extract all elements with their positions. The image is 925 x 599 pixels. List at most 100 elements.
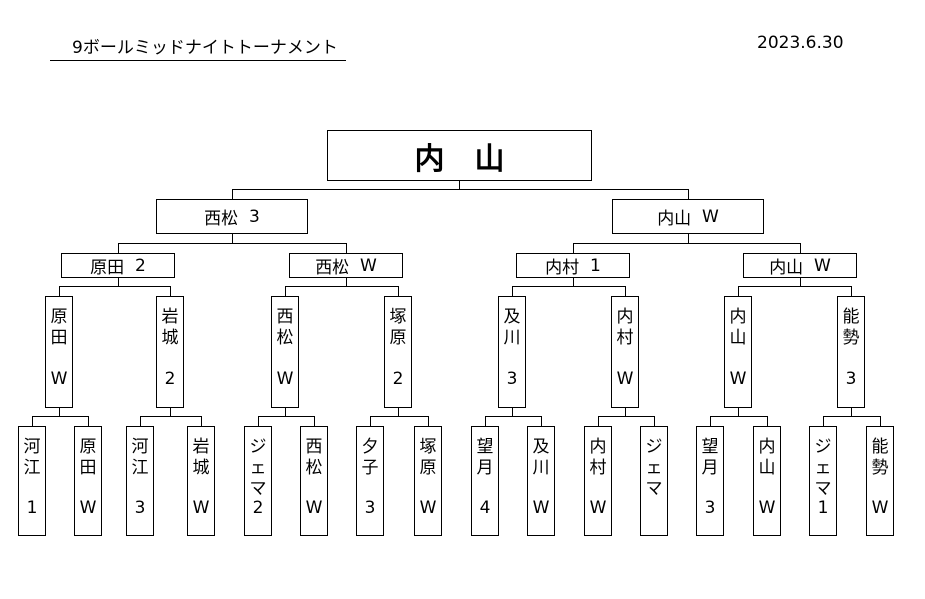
bracket-connector — [738, 286, 852, 287]
player-name: 内山 — [769, 258, 804, 278]
match-result: W — [79, 498, 97, 518]
match-result: W — [758, 498, 776, 518]
bracket-connector — [118, 243, 119, 253]
round4-player-box: 西 松 W — [271, 296, 299, 408]
player-name: 河 江 — [23, 437, 41, 478]
title-underline — [50, 60, 346, 61]
round5-player-box: 原 田 W — [74, 426, 102, 536]
bracket-connector — [140, 416, 202, 417]
match-result: W — [192, 498, 210, 518]
tournament-title: 9ボールミッドナイトトーナメント — [72, 38, 338, 58]
bracket-connector — [285, 408, 286, 416]
match-result: 4 — [479, 498, 491, 518]
bracket-connector — [285, 286, 399, 287]
bracket-connector — [88, 416, 89, 426]
match-result: 1 — [817, 498, 829, 518]
round2-player-box: 西松 3 — [156, 199, 308, 234]
match-result: 2 — [392, 369, 404, 389]
round3-player-box: 原田 2 — [61, 253, 175, 278]
bracket-connector — [710, 416, 711, 426]
match-result: W — [814, 255, 831, 276]
bracket-connector — [346, 243, 347, 253]
round5-player-box: 内 山 W — [753, 426, 781, 536]
bracket-connector — [201, 416, 202, 426]
bracket-connector — [851, 286, 852, 296]
match-result: 2 — [134, 255, 146, 276]
player-name: ジ ェ マ — [645, 437, 663, 499]
bracket-connector — [738, 408, 739, 416]
bracket-connector — [800, 243, 801, 253]
bracket-connector — [823, 416, 881, 417]
player-name: 河 江 — [131, 437, 149, 478]
match-result: W — [616, 369, 634, 389]
bracket-connector — [32, 416, 89, 417]
bracket-connector — [232, 234, 233, 243]
bracket-connector — [398, 286, 399, 296]
match-result: 2 — [252, 498, 264, 518]
bracket-connector — [170, 408, 171, 416]
match-result: W — [276, 369, 294, 389]
bracket-connector — [512, 286, 513, 296]
player-name: 望 月 — [701, 437, 719, 478]
round3-player-box: 西松 W — [289, 253, 403, 278]
player-name: 原 田 — [50, 307, 68, 348]
bracket-connector — [485, 416, 542, 417]
bracket-connector — [232, 189, 689, 190]
player-name: ジ ェ マ — [249, 437, 267, 499]
match-result: W — [871, 498, 889, 518]
player-name: 内 山 — [758, 437, 776, 478]
bracket-connector — [118, 278, 119, 286]
bracket-connector — [541, 416, 542, 426]
bracket-connector — [314, 416, 315, 426]
match-result: W — [729, 369, 747, 389]
player-name: 塚 原 — [389, 307, 407, 348]
match-result: 3 — [506, 369, 518, 389]
bracket-connector — [573, 278, 574, 286]
match-result: W — [305, 498, 323, 518]
bracket-connector — [800, 278, 801, 286]
match-result: W — [589, 498, 607, 518]
round4-player-box: 内 山 W — [724, 296, 752, 408]
player-name: 西 松 — [276, 307, 294, 348]
champion-box: 内 山 — [327, 130, 592, 181]
player-name: 原 田 — [79, 437, 97, 478]
player-name: 内 村 — [616, 307, 634, 348]
match-result: W — [702, 206, 719, 227]
player-name: 能 勢 — [842, 307, 860, 348]
bracket-connector — [285, 286, 286, 296]
tournament-date: 2023.6.30 — [757, 33, 844, 53]
bracket-connector — [140, 416, 141, 426]
bracket-connector — [59, 286, 60, 296]
bracket-connector — [59, 286, 171, 287]
player-name: 内 山 — [729, 307, 747, 348]
round2-player-box: 内山 W — [612, 199, 764, 234]
player-name: 岩 城 — [161, 307, 179, 348]
bracket-connector — [625, 286, 626, 296]
bracket-connector — [512, 408, 513, 416]
bracket-connector — [512, 286, 626, 287]
bracket-connector — [32, 416, 33, 426]
player-name: 原田 — [90, 258, 125, 278]
round3-player-box: 内村 1 — [516, 253, 630, 278]
player-name: 望 月 — [476, 437, 494, 478]
match-result: 1 — [589, 255, 601, 276]
bracket-connector — [370, 416, 429, 417]
match-result: W — [532, 498, 550, 518]
bracket-connector — [346, 278, 347, 286]
bracket-connector — [118, 243, 347, 244]
player-name: ジ ェ マ — [814, 437, 832, 499]
match-result: 3 — [364, 498, 376, 518]
bracket-connector — [598, 416, 599, 426]
